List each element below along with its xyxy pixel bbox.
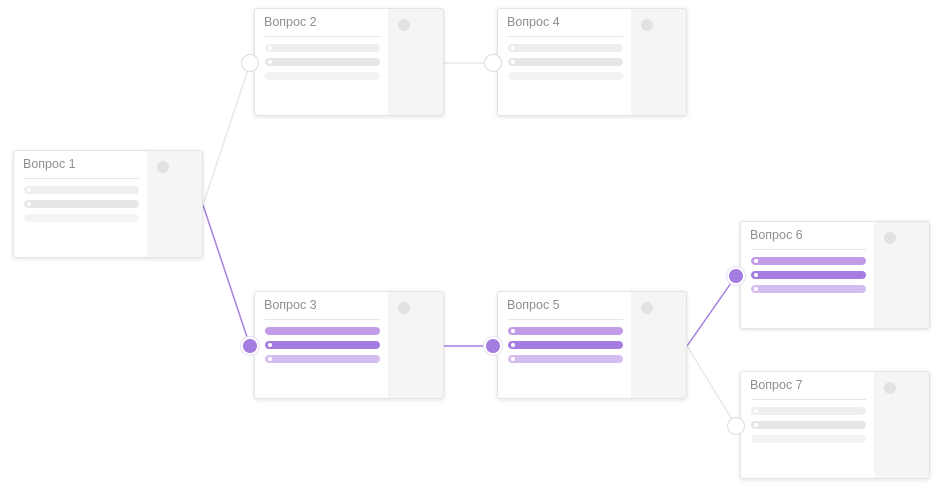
answer-option[interactable] (751, 257, 866, 265)
answer-option[interactable] (751, 435, 866, 443)
question-card-q4[interactable]: Вопрос 4 (497, 8, 687, 116)
card-side-panel (631, 9, 686, 115)
question-card-q1[interactable]: Вопрос 1 (13, 150, 203, 258)
bullet-icon (511, 60, 515, 64)
input-port-q4[interactable] (484, 54, 502, 72)
status-dot-icon (398, 302, 410, 314)
title-divider (751, 399, 866, 400)
bullet-icon (754, 423, 758, 427)
answer-option[interactable] (508, 72, 623, 80)
status-dot-icon (884, 382, 896, 394)
title-divider (265, 319, 380, 320)
bullet-icon (27, 188, 31, 192)
status-dot-icon (641, 302, 653, 314)
answer-option[interactable] (751, 271, 866, 279)
bullet-icon (268, 357, 272, 361)
answer-option[interactable] (24, 186, 139, 194)
question-title: Вопрос 4 (507, 15, 560, 29)
card-side-panel (147, 151, 202, 257)
input-port-q7[interactable] (727, 417, 745, 435)
question-card-q7[interactable]: Вопрос 7 (740, 371, 930, 479)
input-port-q2[interactable] (241, 54, 259, 72)
answer-option[interactable] (24, 200, 139, 208)
card-side-panel (388, 292, 443, 398)
answer-option[interactable] (751, 407, 866, 415)
answer-option[interactable] (508, 355, 623, 363)
answer-option[interactable] (508, 44, 623, 52)
bullet-icon (754, 273, 758, 277)
bullet-icon (511, 357, 515, 361)
question-card-q3[interactable]: Вопрос 3 (254, 291, 444, 399)
answer-option[interactable] (265, 327, 380, 335)
bullet-icon (754, 259, 758, 263)
card-side-panel (388, 9, 443, 115)
bullet-icon (511, 46, 515, 50)
question-card-q6[interactable]: Вопрос 6 (740, 221, 930, 329)
connector-q1-q2 (202, 62, 251, 206)
title-divider (24, 178, 139, 179)
bullet-icon (268, 60, 272, 64)
answer-option[interactable] (265, 355, 380, 363)
answer-option[interactable] (508, 341, 623, 349)
connector-q5-q7 (686, 345, 737, 427)
input-port-q6[interactable] (727, 267, 745, 285)
answer-option[interactable] (508, 327, 623, 335)
answer-option[interactable] (751, 421, 866, 429)
bullet-icon (754, 287, 758, 291)
status-dot-icon (157, 161, 169, 173)
answer-option[interactable] (265, 341, 380, 349)
answer-option[interactable] (751, 285, 866, 293)
input-port-q3[interactable] (241, 337, 259, 355)
status-dot-icon (398, 19, 410, 31)
bullet-icon (268, 343, 272, 347)
bullet-icon (268, 46, 272, 50)
answer-option[interactable] (24, 214, 139, 222)
answer-option[interactable] (265, 44, 380, 52)
question-card-q2[interactable]: Вопрос 2 (254, 8, 444, 116)
connector-q1-q3 (202, 204, 251, 347)
answer-option[interactable] (265, 72, 380, 80)
question-card-q5[interactable]: Вопрос 5 (497, 291, 687, 399)
card-side-panel (874, 372, 929, 478)
question-title: Вопрос 7 (750, 378, 803, 392)
answer-option[interactable] (265, 58, 380, 66)
bullet-icon (27, 202, 31, 206)
question-title: Вопрос 6 (750, 228, 803, 242)
card-side-panel (874, 222, 929, 328)
title-divider (508, 319, 623, 320)
question-title: Вопрос 5 (507, 298, 560, 312)
title-divider (265, 36, 380, 37)
title-divider (508, 36, 623, 37)
card-side-panel (631, 292, 686, 398)
input-port-q5[interactable] (484, 337, 502, 355)
status-dot-icon (884, 232, 896, 244)
question-title: Вопрос 2 (264, 15, 317, 29)
question-title: Вопрос 3 (264, 298, 317, 312)
title-divider (751, 249, 866, 250)
bullet-icon (511, 329, 515, 333)
bullet-icon (511, 343, 515, 347)
answer-option[interactable] (508, 58, 623, 66)
connector-q5-q6 (686, 275, 737, 347)
status-dot-icon (641, 19, 653, 31)
bullet-icon (754, 409, 758, 413)
question-title: Вопрос 1 (23, 157, 76, 171)
